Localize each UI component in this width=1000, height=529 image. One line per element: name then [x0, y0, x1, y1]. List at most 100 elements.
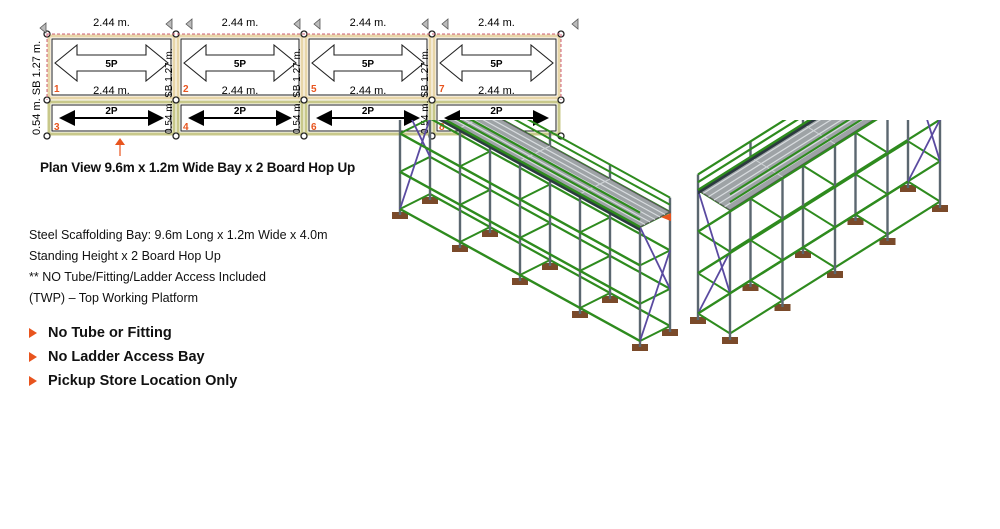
guard-rail — [456, 120, 641, 221]
base-plate — [690, 317, 706, 324]
bay-length-label: 2.44 m. — [478, 17, 515, 29]
transom — [459, 150, 491, 168]
description-block: Steel Scaffolding Bay: 9.6m Long x 1.2m … — [29, 225, 328, 309]
standard-node — [428, 96, 436, 104]
main-deck-frame — [304, 34, 432, 100]
flag-marker-icon — [571, 18, 579, 30]
base-plate — [900, 185, 916, 192]
base-plate — [932, 205, 948, 212]
hop-deck-frame — [304, 100, 432, 136]
scaffold-isometric-views — [392, 120, 948, 351]
scaffold-view-left — [392, 120, 678, 351]
side-main-label: 0.54 m. SB 1.27 m. — [164, 48, 175, 134]
transom — [579, 216, 611, 234]
bullet-label: No Tube or Fitting — [48, 325, 172, 341]
transom — [519, 183, 551, 201]
hop-board-label: 2P — [234, 106, 247, 117]
transom — [802, 246, 836, 269]
front-ledger — [697, 120, 878, 233]
hop-board-label: 2P — [490, 106, 503, 117]
bay-length-label: 2.44 m. — [222, 85, 259, 97]
bullet-label: No Ladder Access Bay — [48, 349, 205, 365]
flag-marker-icon — [165, 18, 173, 30]
transom — [749, 197, 784, 220]
transom — [802, 206, 836, 229]
bay-length-label: 2.44 m. — [93, 17, 130, 29]
bay-number: 2 — [183, 84, 189, 95]
feature-bullet-list: No Tube or Fitting No Ladder Access Bay … — [29, 321, 237, 393]
main-board-label: 5P — [362, 59, 375, 70]
transom — [519, 221, 551, 239]
hop-board-label: 2P — [105, 106, 118, 117]
transom — [907, 180, 941, 203]
double-arrow-icon — [439, 43, 554, 83]
transom — [749, 279, 784, 302]
base-plate — [542, 263, 558, 270]
transom — [459, 226, 491, 243]
standard-node — [300, 132, 308, 140]
flag-marker-icon — [39, 22, 47, 34]
guard-rail — [526, 120, 671, 199]
hop-board-label: 2P — [362, 106, 375, 117]
base-plate — [742, 284, 759, 291]
transom — [579, 292, 611, 309]
base-plate — [512, 278, 528, 285]
description-line: (TWP) – Top Working Platform — [29, 291, 199, 305]
base-plate — [572, 311, 588, 318]
bullet-item: No Tube or Fitting — [29, 321, 237, 345]
end-brace — [639, 250, 671, 342]
base-plate — [774, 304, 791, 311]
transom — [579, 254, 611, 272]
transom — [399, 193, 431, 210]
transom — [519, 259, 551, 276]
front-ledger — [697, 120, 812, 192]
flag-marker-icon — [293, 18, 301, 30]
description-line: Steel Scaffolding Bay: 9.6m Long x 1.2m … — [29, 228, 328, 242]
bay-length-label: 2.44 m. — [478, 85, 515, 97]
front-ledger — [399, 132, 641, 267]
bullet-item: No Ladder Access Bay — [29, 345, 237, 369]
base-plate — [795, 251, 811, 258]
main-deck-frame — [47, 34, 176, 100]
base-plate — [722, 337, 738, 344]
base-plate — [827, 271, 843, 278]
main-board-label: 5P — [105, 59, 118, 70]
hop-deck-frame — [176, 100, 304, 136]
front-ledger — [697, 140, 909, 275]
guard-rail — [469, 120, 641, 214]
front-ledger — [399, 207, 641, 343]
orange-clip-icon — [661, 213, 671, 222]
guard-rail — [513, 120, 671, 206]
deck-board-joint — [579, 178, 611, 195]
base-plate — [422, 197, 438, 204]
deck-board-joint — [519, 145, 551, 162]
standard-node — [300, 96, 308, 104]
guard-rail — [729, 120, 851, 196]
hop-deck-frame — [47, 100, 176, 136]
bullet-triangle-icon — [29, 376, 37, 386]
end-brace — [926, 120, 941, 162]
bullet-label: Pickup Store Location Only — [48, 373, 238, 389]
end-brace — [697, 251, 731, 314]
standard-node — [172, 96, 180, 104]
bay-length-label: 2.44 m. — [222, 17, 259, 29]
description-line: Standing Height x 2 Board Hop Up — [29, 249, 221, 263]
side-main-label: 0.54 m. SB 1.27 m. — [420, 48, 431, 134]
flag-marker-icon — [185, 18, 193, 30]
transom — [854, 173, 889, 196]
bay-number: 4 — [183, 122, 189, 133]
transom — [697, 312, 731, 335]
transom — [802, 164, 836, 187]
end-brace — [411, 120, 431, 158]
end-brace — [399, 120, 431, 210]
flag-marker-icon — [441, 18, 449, 30]
base-plate — [662, 329, 678, 336]
bay-number: 7 — [439, 84, 445, 95]
side-main-label: 0.54 m. SB 1.27 m. — [31, 41, 43, 135]
side-main-label: 0.54 m. SB 1.27 m. — [292, 48, 303, 134]
pointer-arrow-icon — [115, 138, 125, 145]
guard-rail — [729, 120, 863, 204]
front-ledger — [399, 170, 641, 305]
base-plate — [632, 344, 648, 351]
